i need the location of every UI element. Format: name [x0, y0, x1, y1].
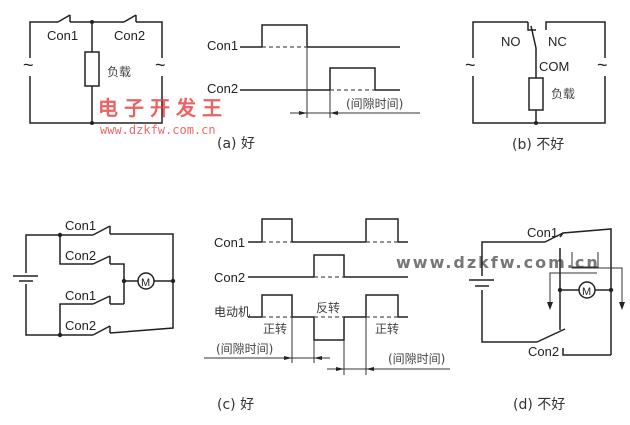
figure-c-circuit: Con1 Con2 M Con1 Con2: [13, 218, 176, 338]
wire-c-con1-lower-in: [59, 303, 93, 335]
label-con1-d: Con1: [527, 225, 558, 240]
timing-c-gap2-label: (间隙时间): [388, 352, 445, 366]
caption-d: (d) 不好: [513, 397, 565, 413]
junction-c-motor-left: [121, 278, 127, 284]
timing-c-con2-trace: [248, 254, 408, 278]
label-con1-c-lower: Con1: [65, 288, 96, 303]
wire-b-bottom: [472, 76, 606, 124]
wire-c-right-rail-bottom: [109, 281, 174, 334]
current-path-top: [571, 252, 599, 268]
switch-com-arm: [530, 25, 537, 49]
junction-b-bottom: [534, 121, 538, 125]
switch-con1-top: [92, 225, 111, 236]
caption-a: (a) 好: [217, 136, 255, 152]
wire-d-battery-top: [481, 241, 545, 276]
wire-d-battery-bottom: [481, 290, 537, 343]
wire-a-right-bottom: [92, 76, 163, 124]
wire-a-left-bottom: [29, 76, 92, 124]
wire-c-right-rail-top: [110, 233, 174, 281]
load-resistor-a: [84, 51, 100, 87]
watermark-red-title: 电子开发王: [98, 96, 228, 120]
timing-a-gap-label: (间隙时间): [346, 97, 403, 111]
ac-source-left-icon: ~: [23, 55, 34, 75]
timing-c-gap1-label: (间隙时间): [216, 342, 273, 356]
label-load-b: 负载: [551, 87, 575, 101]
label-con2-c-bottom: Con2: [65, 318, 96, 333]
wire-c-battery-bottom: [25, 284, 60, 336]
caption-b: (b) 不好: [512, 137, 564, 153]
wire-c-battery-top: [25, 234, 60, 273]
switch-con1-lower: [92, 295, 111, 305]
timing-c-con1-label: Con1: [214, 235, 245, 250]
wire-a-left-top: [29, 21, 58, 58]
timing-c-reverse: 反转: [316, 300, 340, 315]
label-con1-c-top: Con1: [65, 218, 96, 233]
switch-con2-a: [123, 14, 137, 23]
wire-c-left-rail: [110, 263, 125, 304]
arrow-left-icon: [330, 111, 338, 115]
label-no: NO: [501, 34, 521, 49]
arrow-right-icon: [284, 356, 292, 360]
current-arrow-right: [571, 267, 623, 305]
arrow-right-icon: [336, 367, 344, 371]
junction-d-motor-left: [557, 287, 563, 293]
arrow-down-icon: [547, 302, 553, 310]
load-resistor-b: [528, 77, 544, 111]
label-com: COM: [539, 59, 569, 74]
wire-a-right-top: [136, 21, 163, 58]
figure-b-circuit: ~ ~ NO NC COM 负载: [465, 21, 608, 125]
switch-con2-bottom: [92, 325, 111, 336]
timing-a-con1-label: Con1: [207, 38, 238, 53]
switch-con2-d: [536, 328, 566, 343]
timing-c-motor-trace: [248, 294, 408, 341]
label-load-a: 负载: [107, 65, 131, 79]
watermark-red-url: www.dzkfw.com.cn: [100, 123, 216, 137]
arrow-left-icon: [366, 367, 374, 371]
figure-a-timing: Con1 Con2 (间隙时间): [207, 24, 420, 118]
timing-a-con2-trace: [240, 67, 400, 91]
timing-c-forward-2: 正转: [375, 321, 399, 336]
junction-d-motor-right: [608, 287, 614, 293]
label-con2-d: Con2: [528, 344, 559, 359]
arrow-left-icon: [314, 356, 322, 360]
label-con1-a: Con1: [47, 28, 78, 43]
timing-a-con2-label: Con2: [207, 81, 238, 96]
ac-source-right-icon: ~: [155, 55, 166, 75]
caption-c: (c) 好: [217, 397, 254, 413]
timing-c-con2-label: Con2: [214, 270, 245, 285]
current-arrow-left: [549, 272, 597, 305]
timing-c-con1-trace: [248, 218, 408, 243]
wire-b-right-top: [545, 21, 606, 58]
ac-source-left-icon: ~: [465, 55, 476, 75]
motor-c-label: M: [141, 277, 150, 289]
figure-a-circuit: ~ Con1 负载 Con2 ~: [23, 14, 166, 125]
arrow-down-icon: [619, 302, 625, 310]
wire-d-con2-out: [562, 348, 611, 356]
timing-c-forward-1: 正转: [263, 321, 287, 336]
timing-c-motor-label: 电动机: [214, 305, 250, 319]
figure-c-timing: Con1 Con2 电动机 正转 反转 正转 (间隙时间) (间隙时间): [204, 218, 450, 375]
switch-con1-a: [57, 14, 71, 23]
contact-no: [527, 22, 536, 31]
figure-d-circuit: Con1 Con2 M: [469, 225, 625, 359]
switch-con2-upper: [92, 255, 111, 265]
wire-c-con2-upper-in: [59, 235, 93, 265]
switch-con1-d: [544, 232, 564, 243]
label-con2-a: Con2: [114, 28, 145, 43]
watermark-gray-url: www.dzkfw.com.cn: [396, 253, 600, 272]
label-con2-c-upper: Con2: [65, 248, 96, 263]
motor-d-label: M: [582, 286, 591, 298]
label-nc: NC: [548, 34, 567, 49]
ac-source-right-icon: ~: [597, 55, 608, 75]
arrow-right-icon: [299, 111, 307, 115]
wire-b-left-top: [472, 21, 528, 58]
timing-a-con1-trace: [240, 24, 400, 48]
